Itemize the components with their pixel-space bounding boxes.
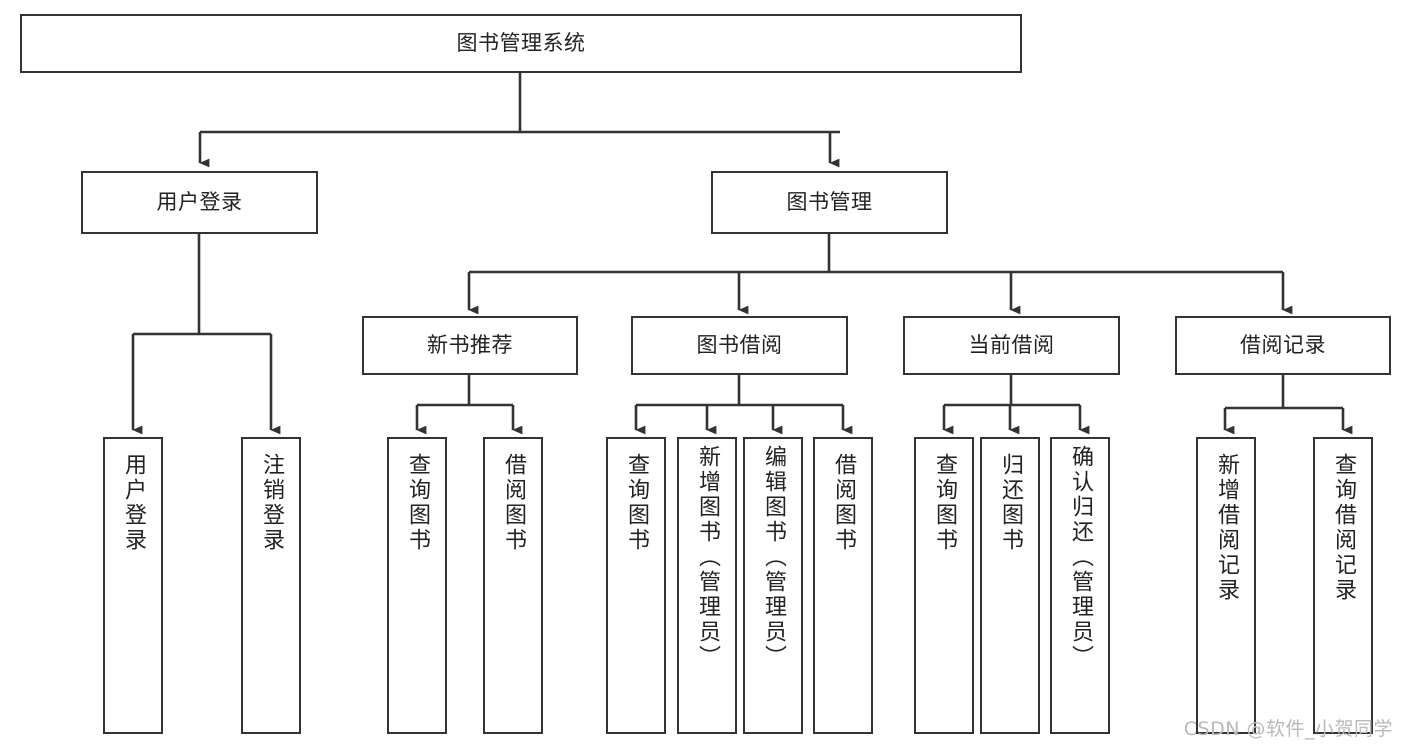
node-leaf-add-record-label: 新增借阅记录	[1214, 453, 1239, 603]
node-current-borrow-label: 当前借阅	[968, 333, 1055, 358]
node-user-login-label: 用户登录	[156, 190, 243, 215]
node-leaf-query-book-3[interactable]: 查询图书	[914, 437, 974, 734]
node-leaf-query-record-label: 查询借阅记录	[1331, 453, 1356, 603]
node-leaf-logout-login-label: 注销登录	[259, 453, 284, 553]
node-leaf-query-book-2[interactable]: 查询图书	[606, 437, 666, 734]
node-leaf-borrow-book-1[interactable]: 借阅图书	[483, 437, 543, 734]
node-book-borrow-label: 图书借阅	[696, 333, 783, 358]
node-new-book-recommend-label: 新书推荐	[427, 333, 513, 358]
node-root[interactable]: 图书管理系统	[20, 14, 1022, 73]
node-book-borrow[interactable]: 图书借阅	[631, 316, 848, 375]
node-leaf-edit-book-label: 编辑图书（管理员）	[761, 445, 786, 670]
node-leaf-borrow-book-2[interactable]: 借阅图书	[813, 437, 873, 734]
node-leaf-query-book-1-label: 查询图书	[405, 453, 430, 553]
node-book-manage-label: 图书管理	[786, 190, 873, 215]
node-leaf-borrow-book-2-label: 借阅图书	[831, 453, 856, 553]
node-leaf-user-login[interactable]: 用户登录	[103, 437, 163, 734]
node-leaf-query-book-3-label: 查询图书	[932, 453, 957, 553]
node-leaf-confirm-return[interactable]: 确认归还（管理员）	[1050, 437, 1110, 734]
node-borrow-record[interactable]: 借阅记录	[1175, 316, 1391, 375]
node-borrow-record-label: 借阅记录	[1240, 333, 1326, 358]
node-leaf-query-book-2-label: 查询图书	[624, 453, 649, 553]
node-user-login[interactable]: 用户登录	[81, 171, 318, 234]
node-leaf-logout-login[interactable]: 注销登录	[241, 437, 301, 734]
node-root-label: 图书管理系统	[456, 31, 586, 56]
node-leaf-return-book[interactable]: 归还图书	[980, 437, 1040, 734]
node-leaf-confirm-return-label: 确认归还（管理员）	[1068, 445, 1093, 670]
node-leaf-add-book-label: 新增图书（管理员）	[695, 445, 720, 670]
node-leaf-add-record[interactable]: 新增借阅记录	[1196, 437, 1256, 734]
node-book-manage[interactable]: 图书管理	[711, 171, 948, 234]
watermark-text: CSDN @软件_小贺同学	[1183, 718, 1393, 740]
node-leaf-edit-book[interactable]: 编辑图书（管理员）	[743, 437, 803, 734]
node-leaf-add-book[interactable]: 新增图书（管理员）	[677, 437, 737, 734]
node-new-book-recommend[interactable]: 新书推荐	[362, 316, 578, 375]
node-leaf-borrow-book-1-label: 借阅图书	[501, 453, 526, 553]
node-leaf-query-book-1[interactable]: 查询图书	[387, 437, 447, 734]
node-leaf-return-book-label: 归还图书	[998, 453, 1023, 553]
node-leaf-query-record[interactable]: 查询借阅记录	[1313, 437, 1373, 734]
node-leaf-user-login-label: 用户登录	[121, 453, 146, 553]
node-current-borrow[interactable]: 当前借阅	[903, 316, 1120, 375]
